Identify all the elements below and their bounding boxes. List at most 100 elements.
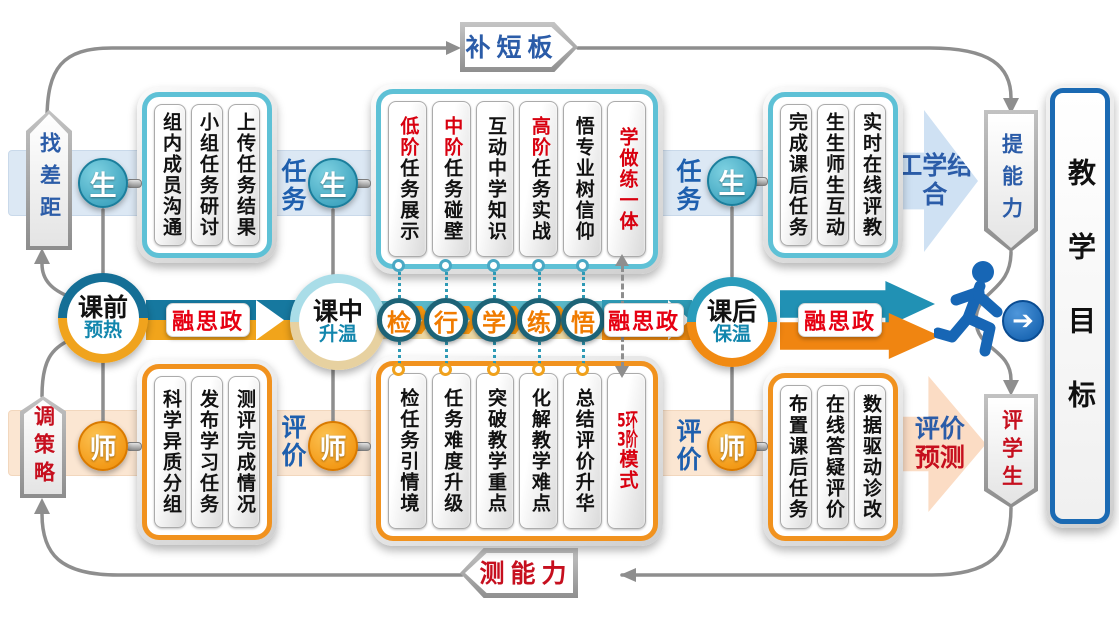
- task-pill: 发布学习任务: [191, 376, 223, 528]
- connector-pin: [126, 179, 142, 188]
- arrowhead-left: [620, 568, 636, 582]
- teacher-circle: 师: [707, 421, 757, 471]
- connector-ring: [576, 259, 589, 272]
- task-pill: 上传任务结果: [228, 104, 260, 246]
- task-band-label: 任务: [673, 158, 702, 214]
- task-pill: 完成课后任务: [780, 104, 812, 246]
- top-loop-line-right: [576, 46, 1013, 100]
- connector-pin: [126, 442, 142, 451]
- connector-ring: [392, 363, 405, 376]
- arrowhead-up: [34, 248, 50, 264]
- connector-ring: [487, 259, 500, 272]
- ideology-badge: 融思政: [166, 303, 250, 337]
- evaluate-student-marker: 评学生: [984, 394, 1038, 508]
- connector-ring: [576, 363, 589, 376]
- step-dashed-link: [493, 342, 496, 364]
- loop-step-1: 检: [377, 298, 421, 342]
- adjust-strategy-label: 调策略: [31, 405, 56, 489]
- pre-to-strategy-line: [40, 338, 72, 398]
- teacher-circle: 师: [308, 421, 358, 471]
- student-circle: 生: [707, 156, 757, 206]
- find-gap-label: 找差距: [37, 132, 62, 228]
- connector-ring: [392, 259, 405, 272]
- task-pill: 悟专业树信仰: [563, 101, 603, 257]
- fill-shortcomings-banner: 补短板: [460, 22, 578, 72]
- test-ability-label: 测能力: [465, 553, 573, 593]
- task-pill: 互动中学知识: [475, 101, 515, 257]
- dashed-arrow-up: [615, 254, 629, 266]
- in-class-student-box: 低阶任务展示中阶任务碰壁互动中学知识高阶任务实战悟专业树信仰学做练一体: [371, 84, 663, 274]
- evaluation-band-label: 评价: [278, 414, 307, 470]
- evaluation-prediction-label: 评价 预测: [914, 414, 965, 472]
- arrowhead-down: [1003, 380, 1019, 396]
- loop-step-3: 学: [472, 298, 516, 342]
- task-pill: 生生师生互动: [817, 104, 849, 246]
- ideology-badge: 融思政: [604, 303, 684, 337]
- go-arrow-icon: ➔: [1002, 300, 1044, 342]
- connector-ring: [487, 363, 500, 376]
- phase-subtitle: 预热: [83, 319, 122, 342]
- phase-title: 课中: [312, 296, 363, 326]
- loop-step-2: 行: [424, 298, 468, 342]
- task-pill: 科学异质分组: [154, 376, 186, 528]
- task-pill: 检任务引情境: [388, 373, 427, 529]
- task-pill: 在线答疑评价: [817, 385, 849, 529]
- post-class-teacher-box: 布置课后任务在线答疑评价数据驱动诊改: [763, 368, 903, 546]
- task-pill: 5环3阶模式: [607, 373, 646, 529]
- improve-ability-marker: 提能力: [984, 110, 1038, 252]
- phase-subtitle: 保温: [712, 323, 751, 346]
- post-class-student-box: 完成课后任务生生师生互动实时在线评教: [763, 87, 903, 263]
- adjust-strategy-marker: 调策略: [20, 396, 66, 498]
- step-dashed-link: [398, 272, 401, 298]
- teaching-goal-box: 教学目标: [1046, 84, 1114, 528]
- phase-post-class: 课后保温: [687, 277, 777, 367]
- phase-pre-class: 课前预热: [58, 273, 148, 363]
- find-gap-marker: 找差距: [26, 110, 72, 250]
- task-pill: 组内成员沟通: [154, 104, 186, 246]
- teacher-circle: 师: [78, 421, 128, 471]
- task-pill: 小组任务研讨: [191, 104, 223, 246]
- task-pill: 总结评价升华: [563, 373, 603, 529]
- connector-ring: [439, 363, 452, 376]
- student-circle: 生: [308, 158, 358, 208]
- top-loop-line-left: [45, 46, 448, 122]
- task-band-label: 任务: [278, 158, 307, 214]
- task-pill: 数据驱动诊改: [854, 385, 886, 529]
- test-ability-banner: 测能力: [460, 548, 578, 598]
- step-dashed-link: [538, 272, 541, 298]
- task-pill: 高阶任务实战: [519, 101, 559, 257]
- task-pill: 实时在线评教: [854, 104, 886, 246]
- task-pill: 低阶任务展示: [388, 101, 427, 257]
- student-circle: 生: [78, 158, 128, 208]
- task-pill: 化解教学难点: [519, 373, 559, 529]
- bottom-loop-line-left: [40, 512, 464, 577]
- connector-ring: [532, 259, 545, 272]
- connector-ring: [439, 259, 452, 272]
- task-pill: 任务难度升级: [431, 373, 471, 529]
- pre-class-teacher-box: 科学异质分组发布学习任务测评完成情况: [137, 359, 277, 545]
- fill-shortcomings-label: 补短板: [465, 27, 573, 67]
- ideology-badge: 融思政: [798, 303, 882, 337]
- connector-ring: [532, 363, 545, 376]
- evaluate-student-label: 评学生: [999, 409, 1024, 493]
- loop-step-5: 悟: [561, 298, 605, 342]
- phase-in-class: 课中升温: [290, 274, 386, 370]
- arrowhead-up: [34, 498, 50, 514]
- task-pill: 布置课后任务: [780, 385, 812, 529]
- task-pill: 中阶任务碰壁: [431, 101, 471, 257]
- loop-step-4: 练: [517, 298, 561, 342]
- pre-class-student-box: 组内成员沟通小组任务研讨上传任务结果: [137, 87, 277, 263]
- improve-ability-label: 提能力: [999, 133, 1024, 229]
- phase-title: 课后: [706, 296, 757, 326]
- evaluation-band-label: 评价: [673, 418, 702, 474]
- step-dashed-link: [582, 342, 585, 364]
- task-pill: 突破教学重点: [475, 373, 515, 529]
- task-pill: 学做练一体: [607, 101, 646, 257]
- phase-subtitle: 升温: [318, 323, 357, 346]
- runner-icon: [934, 261, 1003, 357]
- step-dashed-link: [582, 272, 585, 298]
- dashed-arrow-down: [615, 366, 629, 378]
- arrowhead-down: [1003, 98, 1019, 114]
